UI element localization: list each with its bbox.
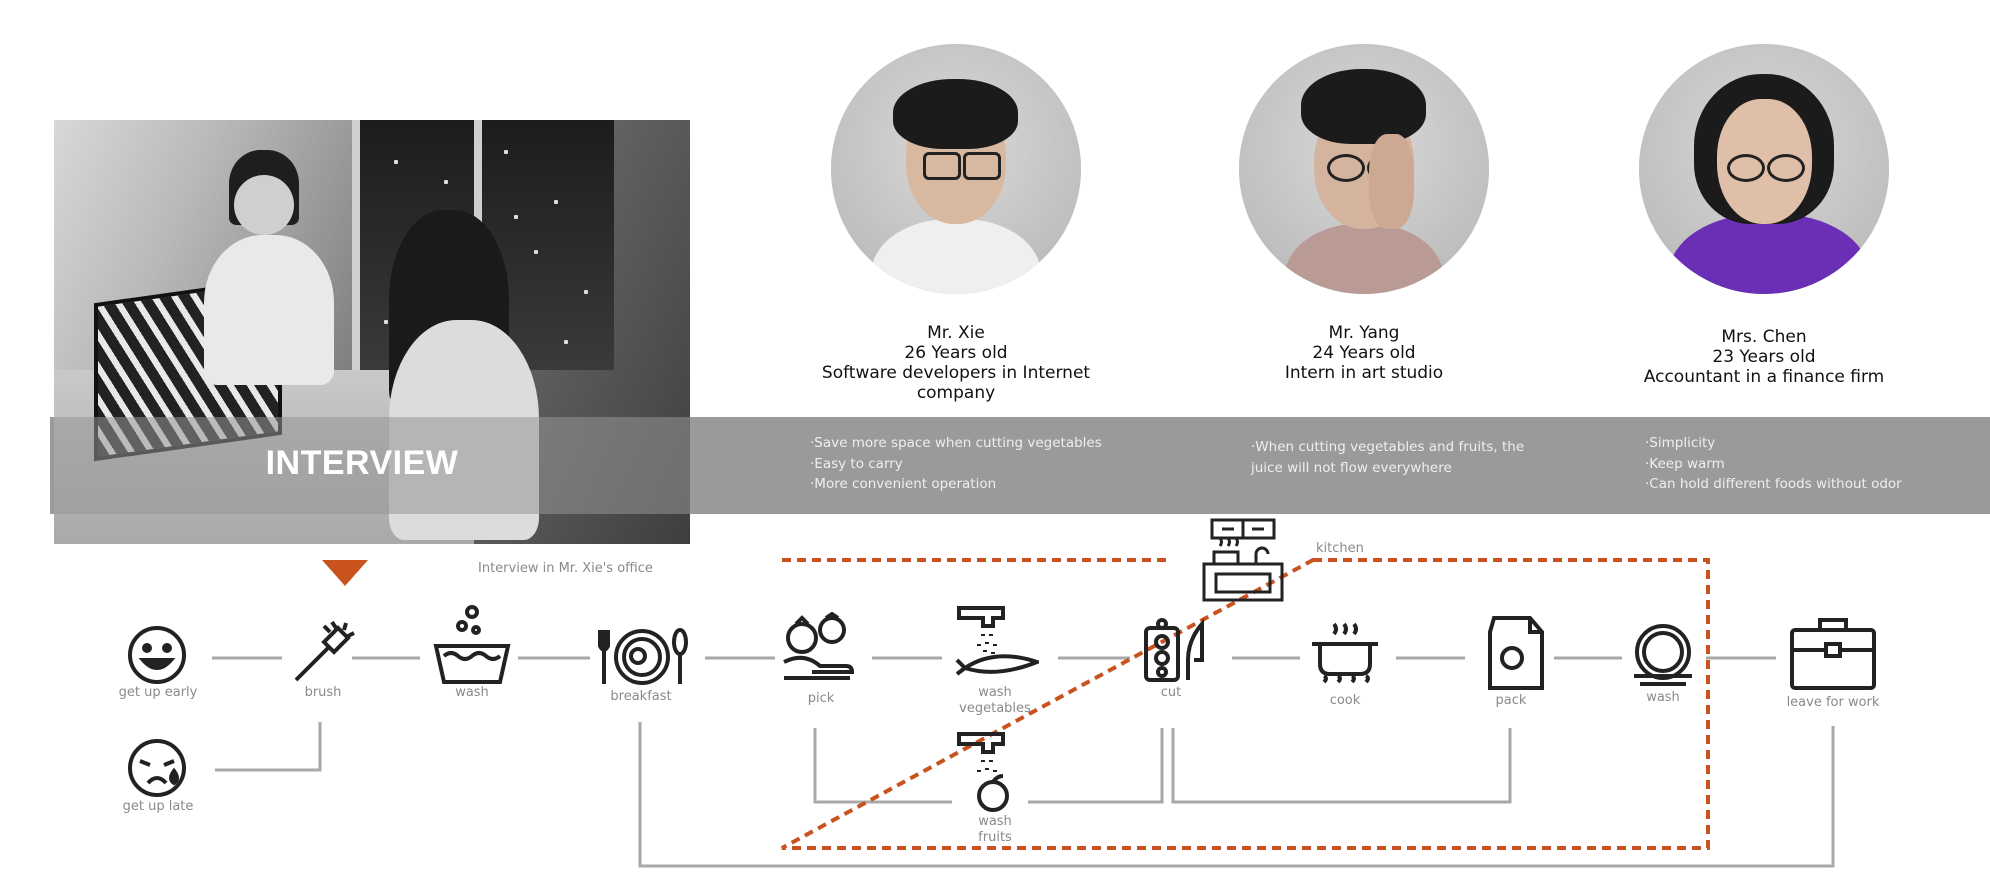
step-label-wash: wash <box>455 685 489 700</box>
kitchen-stove-icon <box>1198 516 1288 606</box>
toothbrush-icon <box>290 620 356 686</box>
step-label-cook: cook <box>1329 693 1361 708</box>
person-info-mr-yang: Mr. Yang 24 Years old Intern in art stud… <box>1208 323 1520 383</box>
person-info-mrs-chen: Mrs. Chen 23 Years old Accountant in a f… <box>1608 327 1920 387</box>
person-role: Accountant in a finance firm <box>1643 367 1885 387</box>
tired-face-icon <box>126 737 188 799</box>
step-label-leave-for-work: leave for work <box>1786 695 1880 710</box>
cutting-board-icon <box>1142 618 1208 684</box>
person-role: Intern in art studio <box>1284 363 1444 383</box>
step-label-breakfast: breakfast <box>610 689 672 704</box>
avatar-mrs-chen <box>1639 44 1889 294</box>
interview-overlay <box>54 417 690 514</box>
step-label-wash-fruits: wash fruits <box>978 814 1012 845</box>
wash-vegetables-icon <box>955 604 1039 686</box>
wash-basin-icon <box>432 604 512 686</box>
briefcase-icon <box>1788 616 1878 692</box>
interview-photo: INTERVIEW <box>54 120 690 544</box>
indicator-triangle-icon <box>322 560 368 586</box>
avatar-mr-xie <box>831 44 1081 294</box>
person-name: Mr. Yang <box>1328 323 1400 343</box>
kitchen-label: kitchen <box>1316 541 1364 556</box>
person-age: 24 Years old <box>1312 343 1416 363</box>
food-pack-icon <box>1484 614 1546 692</box>
person-name: Mr. Xie <box>927 323 985 343</box>
person-info-mr-xie: Mr. Xie 26 Years old Software developers… <box>800 323 1112 403</box>
step-label-get-up-late: get up late <box>122 799 194 814</box>
step-label-pack: pack <box>1495 693 1527 708</box>
step-label-wash-vegetables: wash vegetables <box>959 685 1031 716</box>
wash-dishes-icon <box>1630 622 1696 688</box>
interview-caption: Interview in Mr. Xie's office <box>478 561 653 576</box>
needs-mrs-chen: ·Simplicity ·Keep warm ·Can hold differe… <box>1645 435 1902 492</box>
step-label-pick: pick <box>807 691 835 706</box>
step-label-brush: brush <box>304 685 342 700</box>
step-label-get-up-early: get up early <box>118 685 198 700</box>
person-name: Mrs. Chen <box>1721 327 1807 347</box>
needs-mr-yang: ·When cutting vegetables and fruits, the… <box>1251 439 1525 476</box>
interview-title: INTERVIEW <box>265 444 459 482</box>
avatar-mr-yang <box>1239 44 1489 294</box>
breakfast-plate-icon <box>596 626 688 688</box>
needs-mr-xie: ·Save more space when cutting vegetables… <box>810 435 1102 492</box>
smile-face-icon <box>126 624 188 686</box>
pick-produce-icon <box>780 612 860 686</box>
cooking-pot-icon <box>1310 620 1380 688</box>
wash-fruits-icon <box>955 730 1039 812</box>
step-label-wash-dishes: wash <box>1646 690 1680 705</box>
person-role: Software developers in Internet company <box>821 363 1091 403</box>
person-age: 26 Years old <box>904 343 1008 363</box>
step-label-cut: cut <box>1160 685 1182 700</box>
kitchen-boundary <box>781 558 1710 850</box>
person-age: 23 Years old <box>1712 347 1816 367</box>
